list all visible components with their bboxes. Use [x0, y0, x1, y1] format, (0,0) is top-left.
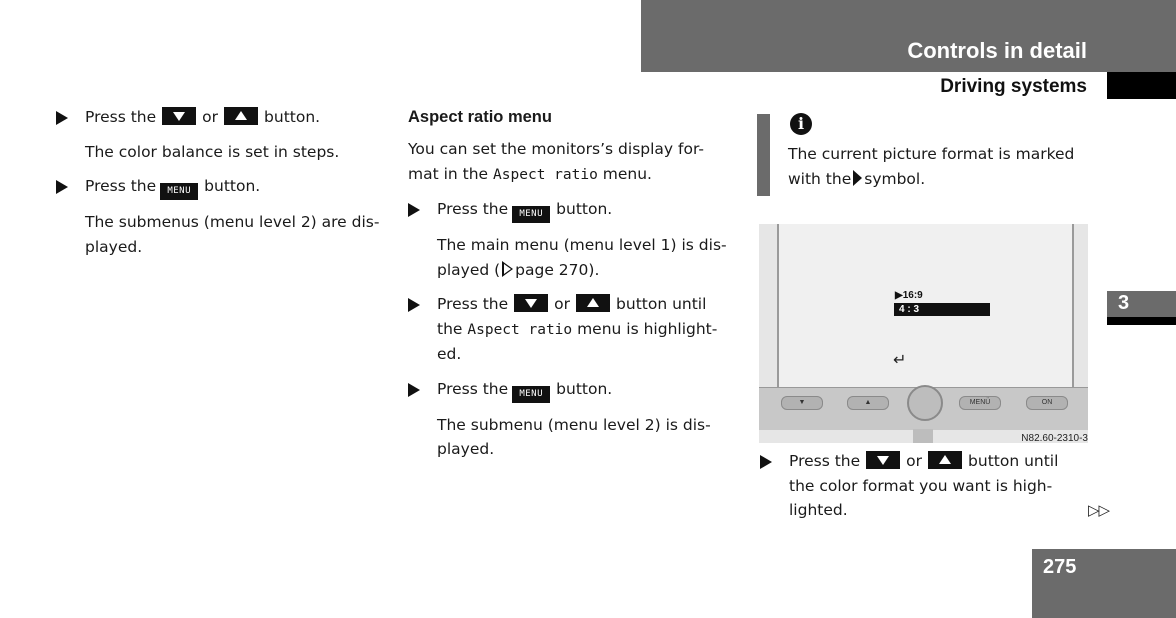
down-arrow-button-icon — [162, 107, 197, 125]
down-arrow-button-icon — [514, 294, 549, 312]
section-title: Driving systems — [940, 76, 1087, 97]
continued-icon: ▷▷ — [1088, 501, 1110, 519]
menu-button-icon: MENU — [160, 183, 199, 200]
menu-option-16-9: ▶16:9 — [895, 290, 923, 301]
chapter-title: Controls in detail — [907, 38, 1087, 63]
bullet-icon — [56, 111, 68, 125]
menu-option-4-3: 4 : 3 — [894, 303, 990, 316]
bullet-icon — [408, 298, 420, 312]
header-marker — [1107, 72, 1176, 99]
menu-button-icon: MENU — [512, 206, 551, 223]
column-2: Aspect ratio menu You can set the monito… — [408, 105, 738, 462]
step-result: The main menu (menu level 1) is dis-play… — [437, 236, 727, 279]
selection-marker-icon — [853, 170, 863, 186]
info-icon: i — [790, 113, 812, 135]
up-button: ▲ — [847, 396, 889, 410]
step-result: The color balance is set in steps. — [85, 142, 340, 161]
chapter-tab — [1107, 291, 1176, 317]
chapter-tab-marker — [1107, 317, 1176, 325]
figure-code: N82.60-2310-3 — [1021, 433, 1088, 444]
bullet-icon — [408, 382, 420, 397]
page-reference-icon — [502, 260, 514, 277]
monitor-screen: ▶16:9 4 : 3 ↵ — [777, 224, 1074, 387]
bullet-icon — [408, 203, 420, 217]
note-bar — [757, 114, 770, 196]
menu-button: MENÜ — [959, 396, 1001, 410]
on-button: ON — [1026, 396, 1068, 410]
down-button: ▼ — [781, 396, 823, 410]
step-result: The submenu (menu level 2) is dis-played… — [437, 415, 711, 459]
page-number-band — [1032, 549, 1176, 618]
monitor-stand — [913, 429, 933, 443]
return-icon: ↵ — [893, 350, 907, 369]
monitor-bezel: ▼ ▲ MENÜ ON — [759, 385, 1088, 430]
control-knob — [907, 385, 943, 421]
page-number: 275 — [1043, 556, 1077, 578]
step-result: The submenus (menu level 2) are dis-play… — [85, 213, 380, 256]
note-text: The current picture format is marked wit… — [788, 145, 1075, 188]
up-arrow-button-icon — [224, 107, 259, 125]
bullet-icon — [760, 455, 772, 469]
up-arrow-button-icon — [576, 294, 611, 312]
menu-button-icon: MENU — [512, 385, 551, 403]
header-band — [641, 0, 1176, 72]
bullet-icon — [56, 180, 68, 194]
chapter-tab-number: 3 — [1118, 292, 1130, 314]
section-heading: Aspect ratio menu — [408, 108, 552, 126]
down-arrow-button-icon — [866, 451, 901, 469]
monitor-illustration: ▶16:9 4 : 3 ↵ ▼ ▲ MENÜ ON N82.60-2310-3 — [759, 224, 1088, 444]
intro-paragraph: You can set the monitors’s display for-m… — [408, 140, 704, 183]
up-arrow-button-icon — [928, 451, 963, 469]
